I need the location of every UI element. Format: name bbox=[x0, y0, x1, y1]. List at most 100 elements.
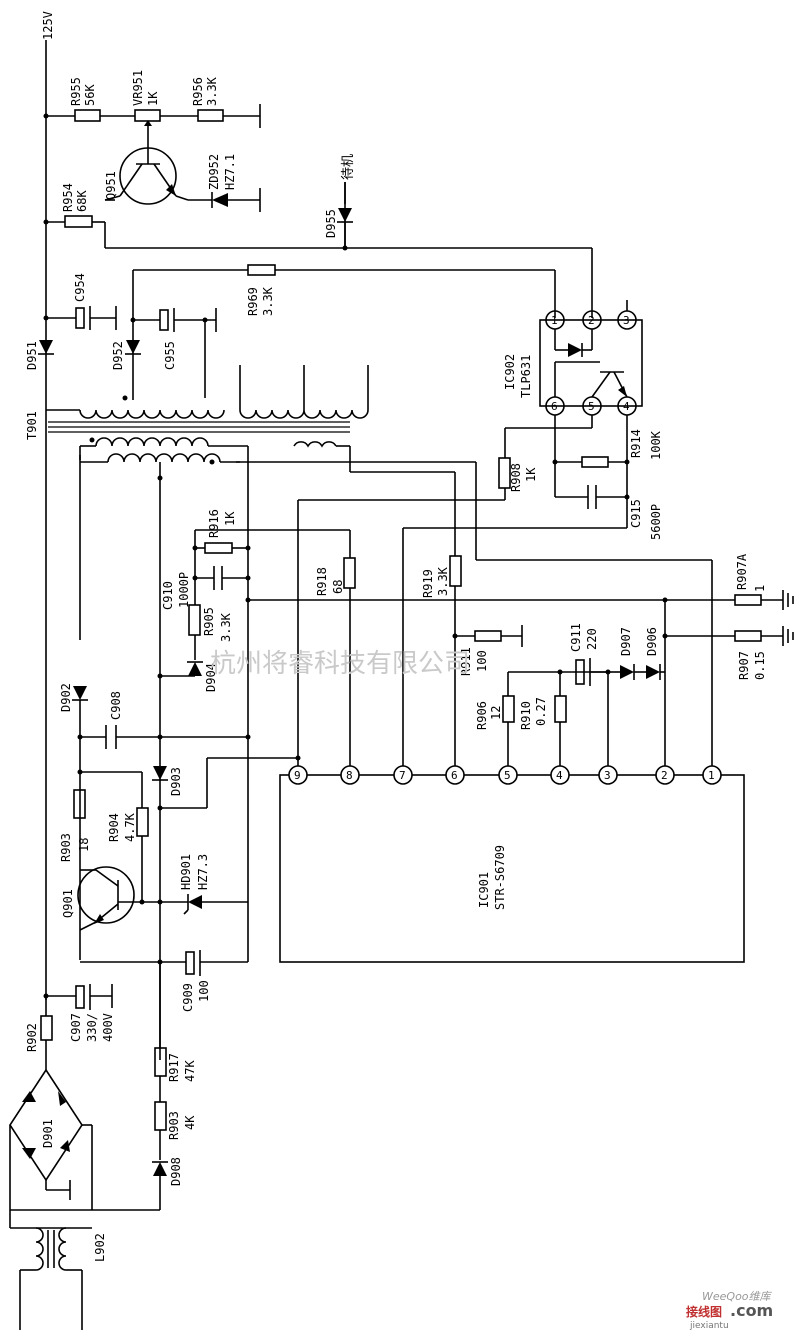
resistor-r905 bbox=[188, 604, 201, 636]
footer-brand-3: .com bbox=[730, 1301, 773, 1320]
r904-label: R904 bbox=[107, 813, 121, 842]
v125-label: 125V bbox=[41, 11, 55, 40]
resistor-r918 bbox=[343, 557, 356, 589]
r908-value: 1K bbox=[524, 467, 538, 482]
r907-label: R907 bbox=[737, 651, 751, 680]
ic901-pin-7: 7 bbox=[399, 769, 406, 782]
r954-value: 68K bbox=[75, 190, 89, 212]
d902-label: D902 bbox=[59, 683, 73, 712]
ic902-pin-4: 4 bbox=[623, 400, 630, 413]
resistor-r911 bbox=[474, 630, 502, 642]
bridge-rectifier-d901 bbox=[9, 1060, 93, 1210]
resistor-r919 bbox=[449, 555, 462, 587]
ic902-value: TLP631 bbox=[519, 355, 533, 398]
resistor-r906 bbox=[502, 695, 515, 723]
ic902-pins: 1 2 3 6 5 4 bbox=[551, 314, 630, 413]
c907-value-1: 330/ bbox=[85, 1013, 99, 1042]
r905-value: 3.3K bbox=[219, 612, 233, 642]
d951-label: D951 bbox=[25, 341, 39, 370]
c955-label: C955 bbox=[163, 341, 177, 370]
capacitor-c909 bbox=[185, 950, 201, 976]
q951-label: Q951 bbox=[104, 171, 118, 200]
r902-label: R902 bbox=[25, 1023, 39, 1052]
c910-value: 1000P bbox=[177, 572, 191, 608]
diode-d904 bbox=[187, 661, 203, 676]
l902-label: L902 bbox=[93, 1233, 107, 1262]
r903a-label: R903 bbox=[59, 833, 73, 862]
resistor-r910 bbox=[554, 695, 567, 723]
c954-label: C954 bbox=[73, 273, 87, 302]
r969-value: 3.3K bbox=[261, 286, 275, 316]
footer-brand-1: WeeQoo维库 bbox=[702, 1290, 773, 1303]
r919-label: R919 bbox=[421, 569, 435, 598]
capacitor-c915 bbox=[587, 485, 597, 509]
d955-label: D955 bbox=[324, 209, 338, 238]
r910-value: 0.27 bbox=[534, 697, 548, 726]
resistor-r916 bbox=[204, 542, 233, 554]
d901-label: D901 bbox=[41, 1119, 55, 1148]
ic901-pins: 9 8 7 6 5 4 3 2 1 bbox=[294, 769, 715, 782]
r906-label: R906 bbox=[475, 701, 489, 730]
c908-label: C908 bbox=[109, 691, 123, 720]
c909-value: 100 bbox=[197, 980, 211, 1002]
ic902-pin-2: 2 bbox=[588, 314, 595, 327]
ic901-pin-3: 3 bbox=[604, 769, 611, 782]
diode-d903 bbox=[152, 766, 168, 781]
optocoupler-ic902 bbox=[539, 300, 643, 416]
c915-label: C915 bbox=[629, 499, 643, 528]
ic901-pin-9: 9 bbox=[294, 769, 301, 782]
ic901-pin-6: 6 bbox=[451, 769, 458, 782]
resistor-r903-18 bbox=[73, 789, 86, 819]
resistor-r908 bbox=[498, 457, 511, 489]
diode-d907 bbox=[620, 664, 635, 680]
ic902-label: IC902 bbox=[503, 354, 517, 390]
capacitor-c955 bbox=[159, 308, 175, 332]
footer-brand-2: 接线图 bbox=[686, 1304, 722, 1319]
t901-label: T901 bbox=[25, 411, 39, 440]
c915-value: 5600P bbox=[649, 504, 663, 540]
ic901-label: IC901 bbox=[477, 872, 491, 908]
ic902-pin-5: 5 bbox=[588, 400, 595, 413]
standby-label: 待机 bbox=[341, 154, 356, 180]
ic902-pin-6: 6 bbox=[551, 400, 558, 413]
c907-value-2: 400V bbox=[101, 1013, 115, 1042]
resistor-r907a bbox=[734, 594, 762, 606]
r905-label: R905 bbox=[202, 607, 216, 636]
r916-value: 1K bbox=[223, 511, 237, 526]
r903b-label: R903 bbox=[167, 1111, 181, 1140]
diode-d955 bbox=[337, 182, 353, 248]
c911-value: 220 bbox=[585, 628, 599, 650]
diode-d906 bbox=[646, 664, 661, 680]
r918-value: 68 bbox=[331, 580, 345, 594]
r907-value: 0.15 bbox=[753, 651, 767, 680]
c907-label: C907 bbox=[69, 1013, 83, 1042]
potentiometer-vr951 bbox=[134, 109, 161, 122]
r955-label: R955 bbox=[69, 77, 83, 106]
c909-label: C909 bbox=[181, 983, 195, 1012]
r954-label: R954 bbox=[61, 183, 75, 212]
d904-label: D904 bbox=[204, 663, 218, 692]
resistor-r902 bbox=[40, 1015, 53, 1041]
ic902-pin-1: 1 bbox=[551, 314, 558, 327]
zener-hd901 bbox=[183, 894, 202, 915]
capacitor-c954 bbox=[75, 306, 91, 330]
diode-d951 bbox=[38, 340, 54, 355]
vr951-label: VR951 bbox=[131, 70, 145, 106]
diode-d902 bbox=[72, 686, 88, 701]
r903b-value: 4K bbox=[183, 1115, 197, 1130]
d906-label: D906 bbox=[645, 627, 659, 656]
ic901-pin-2: 2 bbox=[661, 769, 668, 782]
d908-label: D908 bbox=[169, 1157, 183, 1186]
r907a-label: R907A bbox=[735, 553, 749, 590]
ic901-pin-8: 8 bbox=[346, 769, 353, 782]
diode-d952 bbox=[125, 340, 141, 355]
resistor-r904 bbox=[136, 807, 149, 837]
r911-value: 100 bbox=[475, 650, 489, 672]
footer-brand-4: jiexiantu bbox=[689, 1321, 729, 1330]
resistor-r907 bbox=[734, 630, 762, 642]
r955-value: 56K bbox=[83, 84, 97, 106]
r914-value: 100K bbox=[649, 430, 663, 460]
q901-label: Q901 bbox=[61, 889, 75, 918]
d903-label: D903 bbox=[169, 767, 183, 796]
